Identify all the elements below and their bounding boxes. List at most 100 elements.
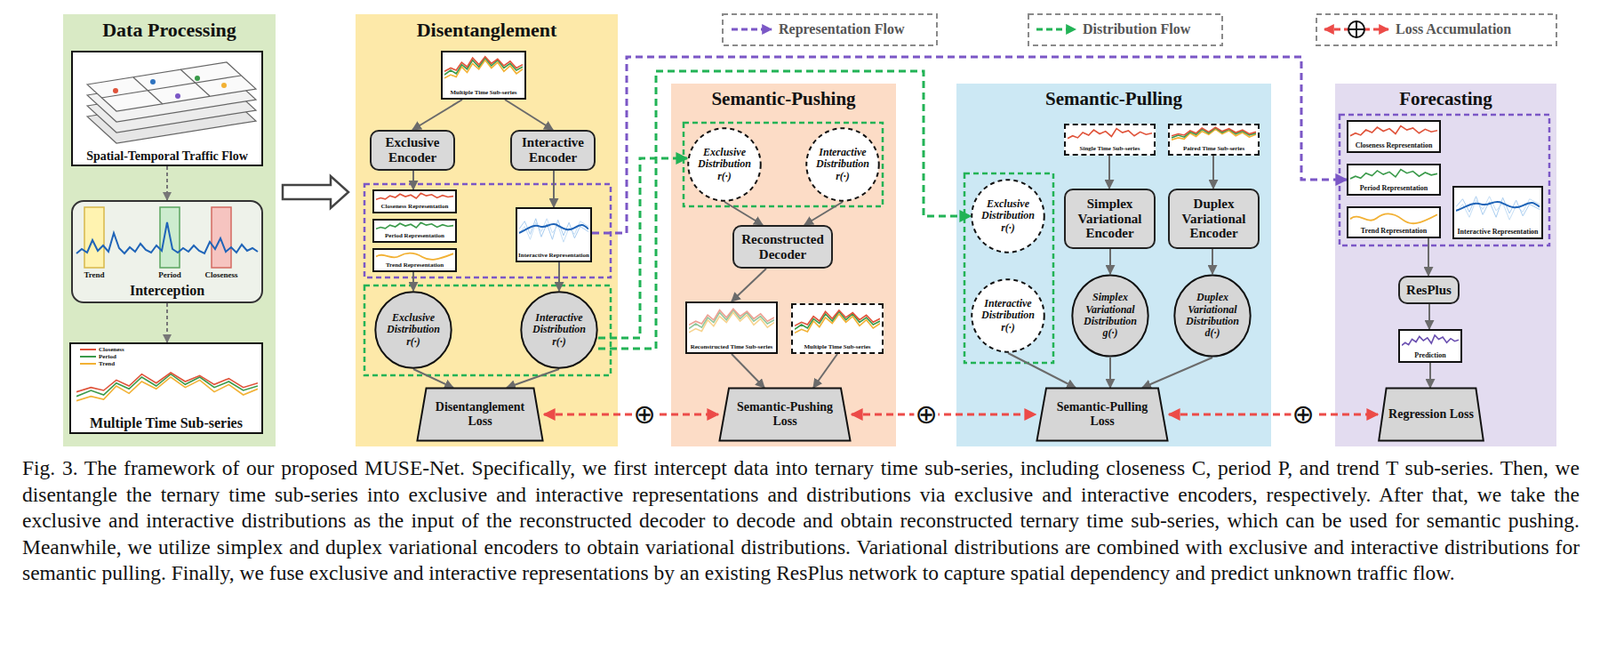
node-text: Single Time Sub-series xyxy=(1080,145,1141,153)
text-area: Semantic-Pulling Loss xyxy=(1048,390,1158,439)
image-ground xyxy=(372,218,457,243)
mini-chart xyxy=(444,56,523,79)
panel-ground xyxy=(63,14,1557,447)
text-area: Disentanglement Loss xyxy=(427,390,533,439)
axis-label: Closeness xyxy=(204,271,238,280)
node-text: Interception xyxy=(129,282,205,299)
flow-connector xyxy=(412,99,463,130)
process-box: Interactive Encoder xyxy=(510,129,596,171)
flow-connector xyxy=(598,71,971,349)
mini-chart xyxy=(1350,169,1438,180)
node-text: Exclusive Encoder xyxy=(375,135,450,166)
text-area: Forecasting xyxy=(1335,88,1557,111)
image-ground xyxy=(71,200,264,304)
group-outline xyxy=(683,122,883,207)
flow-connector xyxy=(166,166,168,200)
stage-panel: Semantic-PushingExclusive Distribution r… xyxy=(671,83,896,447)
mini-chart xyxy=(376,222,454,229)
legend-text: Representation Flow xyxy=(778,22,904,37)
node-text: Interactive Representation xyxy=(518,252,590,260)
panel-title: Forecasting xyxy=(1399,88,1493,111)
text-area: Interactive Distribution r(·) xyxy=(977,284,1040,348)
text-area: Exclusive Distribution r(·) xyxy=(694,133,756,197)
flow-connector xyxy=(504,99,553,130)
traffic-map-illustration xyxy=(87,62,256,144)
node-text: ResPlus xyxy=(1406,282,1452,298)
traffic-map-illustration xyxy=(101,75,241,98)
trapezoid-outline xyxy=(416,388,543,441)
process-box: Duplex Variational Encoder xyxy=(1168,188,1260,249)
distribution-circle: Duplex Variational Distribution d(·) xyxy=(1173,273,1252,358)
mini-chart xyxy=(1067,128,1152,139)
text-area: ResPlus xyxy=(1403,280,1455,300)
node-text: Trend Representation xyxy=(1360,227,1427,236)
text-area: Interactive Encoder xyxy=(515,134,591,167)
image-box: Multiple Time Sub-series xyxy=(69,342,264,434)
node-text: Simplex Variational Distribution g(·) xyxy=(1078,291,1143,340)
image-box: Interactive Representation xyxy=(515,207,592,263)
traffic-map-illustration xyxy=(175,93,181,99)
text-area: Reconstructed Time Sub-series xyxy=(688,304,775,352)
flow-connector xyxy=(1108,155,1111,189)
flow-connector xyxy=(731,353,765,388)
distribution-circle: Interactive Distribution r(·) xyxy=(805,127,880,202)
node-text: Exclusive Distribution r(·) xyxy=(977,198,1040,234)
image-ground xyxy=(440,50,527,100)
legend-sample xyxy=(731,21,1389,38)
node-text: Paired Time Sub-series xyxy=(1183,145,1245,153)
accumulate-symbol: ⊕ xyxy=(632,400,656,428)
legend-sample xyxy=(1036,28,1076,32)
image-ground xyxy=(1168,123,1260,156)
figure-caption: Fig. 3. The framework of our proposed MU… xyxy=(22,455,1580,587)
distribution-circle: Interactive Distribution r(·) xyxy=(520,290,599,369)
flow-connector xyxy=(1142,357,1213,388)
node-text: Period Representation xyxy=(1360,184,1429,193)
legend-sample xyxy=(1355,21,1358,38)
mini-chart xyxy=(376,192,454,200)
flow-connector xyxy=(166,303,168,343)
text-area: Semantic-Pushing Loss xyxy=(730,390,840,439)
image-box: Prediction xyxy=(1398,328,1463,363)
text-area: Duplex Variational Distribution d(·) xyxy=(1180,280,1245,352)
interception-illustration xyxy=(76,207,258,268)
traffic-map-illustration xyxy=(221,82,227,88)
text-area: Simplex Variational Distribution g(·) xyxy=(1078,280,1143,352)
distribution-circle: Exclusive Distribution r(·) xyxy=(687,127,762,202)
interception-illustration xyxy=(76,222,258,254)
image-ground xyxy=(1452,185,1544,240)
text-area: Closeness Representation xyxy=(1350,123,1438,151)
image-ground xyxy=(1398,328,1463,363)
flow-connector xyxy=(598,158,688,338)
series-legend-sample xyxy=(80,349,96,364)
text-area: Trend Representation xyxy=(1350,209,1438,236)
distribution-circle: Exclusive Distribution r(·) xyxy=(374,290,453,369)
node-text: Duplex Variational Distribution d(·) xyxy=(1180,291,1245,340)
flow-connector xyxy=(813,353,838,388)
node-text: Semantic-Pushing Loss xyxy=(730,400,840,428)
image-box: Trend Representation xyxy=(372,248,457,272)
image-box: Closeness Representation xyxy=(372,189,457,214)
text-area: Simplex Variational Encoder xyxy=(1069,192,1151,245)
image-box: Period Representation xyxy=(1346,163,1441,196)
text-area: Data Processing xyxy=(63,19,276,42)
text-area: Prediction xyxy=(1401,332,1459,360)
panel-ground xyxy=(355,14,618,447)
legend-sample xyxy=(731,28,772,32)
circle-outline xyxy=(688,128,760,200)
stage-panel: Semantic-PullingExclusive Distribution r… xyxy=(956,83,1272,447)
circle-outline xyxy=(520,291,597,368)
node-text: Simplex Variational Encoder xyxy=(1069,196,1151,241)
legend-text: Loss Accumulation xyxy=(1395,22,1512,37)
node-text: Duplex Variational Encoder xyxy=(1173,196,1255,241)
series-legend-sample xyxy=(80,348,96,351)
series-legend-sample xyxy=(80,355,96,358)
panel-ground xyxy=(63,14,276,447)
panel-ground xyxy=(1335,83,1557,447)
image-box: Single Time Sub-series xyxy=(1064,123,1156,156)
image-box: Interactive Representation xyxy=(1452,185,1544,240)
panel-ground xyxy=(671,83,896,447)
node-text: Interactive Encoder xyxy=(515,135,591,166)
stage-panel: DisentanglementMultiple Time Sub-seriesE… xyxy=(355,14,618,447)
panel-ground xyxy=(956,83,1272,447)
